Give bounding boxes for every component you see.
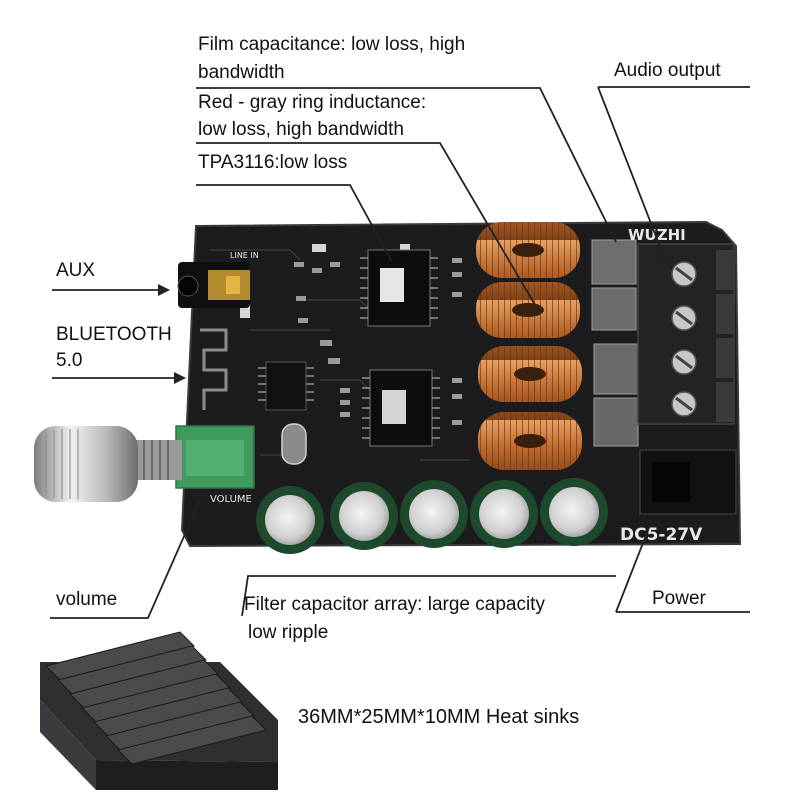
dc-power-jack [639, 449, 737, 515]
tpa3116-chip-top [360, 249, 438, 327]
leader-line-audio-output [597, 86, 750, 263]
smd-components [240, 244, 462, 425]
leader-arrowheads [158, 284, 186, 384]
heat-sink-label: 36MM*25MM*10MM Heat sinks [298, 706, 580, 728]
inductor-coils [476, 222, 582, 470]
electrolytic-capacitor [470, 480, 538, 548]
leader-line-volume [50, 499, 201, 619]
electrolytic-capacitor [330, 482, 398, 550]
bluetooth-antenna [200, 328, 228, 410]
leader-lines [50, 86, 750, 619]
line-in-silkscreen: LINE IN [230, 251, 259, 260]
leader-line-inductance [196, 142, 539, 311]
film-capacitors [591, 239, 639, 447]
power-label: Power [652, 588, 706, 609]
electrolytic-capacitor [400, 480, 468, 548]
leader-line-tpa3116 [196, 184, 393, 263]
electrolytic-capacitor [256, 486, 324, 554]
heat-sink [40, 631, 278, 790]
aux-label: AUX [56, 260, 96, 281]
inductor-coil [478, 412, 582, 470]
film-capacitance-label-line1: Film capacitance: low loss, high [198, 34, 466, 55]
aux-jack [177, 262, 250, 308]
inductance-label-line1: Red - gray ring inductance: [198, 92, 427, 113]
filter-capacitor-label-line1: Filter capacitor array: large capacity [244, 594, 545, 615]
bluetooth-chip [258, 361, 314, 411]
filter-capacitor-array [256, 478, 608, 554]
leader-line-film-capacitance [196, 87, 617, 243]
tpa3116-chip-bottom [362, 369, 440, 447]
brand-silkscreen: WUZHI [628, 226, 686, 244]
bluetooth-label-line1: BLUETOOTH [56, 324, 172, 345]
inductor-coil [476, 222, 580, 278]
leader-line-power [615, 519, 750, 613]
volume-label: volume [56, 589, 118, 610]
inductance-label-line2: low loss, high bandwidth [198, 119, 404, 140]
volume-knob [34, 426, 138, 502]
inductor-coil [478, 346, 582, 402]
bluetooth-label-line2: 5.0 [56, 350, 83, 371]
leader-line-filter [241, 575, 616, 617]
volume-silkscreen: VOLUME [210, 494, 252, 505]
tpa3116-label: TPA3116:low loss [198, 152, 348, 173]
electrolytic-capacitor [540, 478, 608, 546]
film-capacitance-label-line2: bandwidth [198, 62, 285, 83]
voltage-silkscreen: DC5-27V [620, 525, 703, 545]
inductor-coil [476, 282, 580, 338]
output-terminal-block [637, 243, 735, 425]
crystal-oscillator [281, 423, 307, 465]
volume-potentiometer [130, 425, 255, 489]
filter-capacitor-label-line2: low ripple [248, 622, 329, 643]
audio-output-label: Audio output [614, 60, 721, 81]
